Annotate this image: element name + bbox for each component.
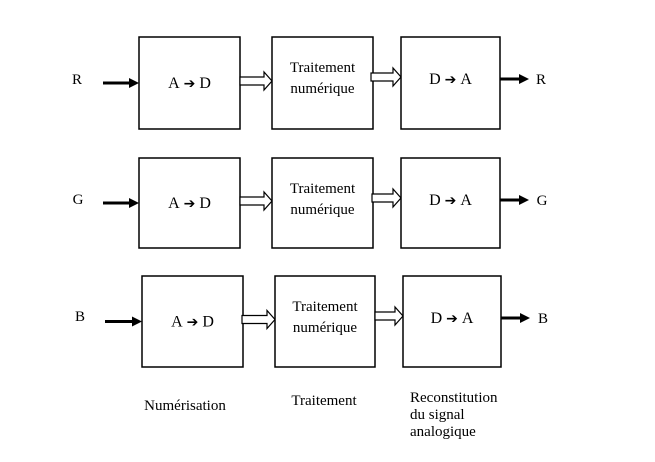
- channel-row-r: R A➔D Traitement numérique D➔A R: [72, 36, 546, 130]
- input-channel-label: B: [75, 309, 85, 325]
- data-flow-arrow-icon: [371, 187, 402, 209]
- conversion-arrow-icon: ➔: [184, 196, 196, 212]
- conversion-arrow-icon: ➔: [446, 311, 458, 327]
- dac-block: [400, 157, 501, 249]
- processing-label-line-1: Traitement: [292, 299, 358, 315]
- channel-row-b: B A➔D Traitement numérique D➔A B: [75, 275, 548, 368]
- stage-caption-reconstruction-line-3: analogique: [410, 424, 476, 440]
- dac-label: D➔A: [429, 71, 472, 88]
- output-arrow-icon: [501, 313, 530, 323]
- adc-label: A➔D: [171, 314, 214, 331]
- processing-label-line-2: numérique: [290, 202, 354, 218]
- processing-block: [271, 36, 374, 130]
- input-channel-label: R: [72, 72, 82, 88]
- data-flow-arrow-icon: [241, 308, 276, 331]
- conversion-arrow-icon: ➔: [184, 76, 196, 92]
- data-flow-arrow-icon: [370, 66, 402, 88]
- data-flow-arrow-icon: [374, 305, 404, 327]
- stage-caption-reconstruction-line-1: Reconstitution: [410, 390, 498, 406]
- conversion-arrow-icon: ➔: [445, 72, 457, 88]
- output-channel-label: R: [536, 72, 546, 88]
- channel-row-g: G A➔D Traitement numérique D➔A G: [73, 157, 548, 249]
- processing-block: [274, 275, 376, 368]
- processing-label-line-2: numérique: [290, 81, 354, 97]
- input-arrow-icon: [103, 198, 139, 208]
- dac-block: [400, 36, 501, 130]
- processing-block: [271, 157, 374, 249]
- input-arrow-icon: [105, 316, 142, 327]
- processing-label-line-2: numérique: [293, 320, 357, 336]
- conversion-arrow-icon: ➔: [445, 193, 457, 209]
- processing-label-line-1: Traitement: [290, 181, 356, 197]
- adc-block: [141, 275, 244, 368]
- data-flow-arrow-icon: [239, 70, 273, 92]
- adc-label: A➔D: [168, 75, 211, 92]
- input-arrow-icon: [103, 78, 139, 88]
- dac-label: D➔A: [429, 192, 472, 209]
- adc-block: [138, 157, 241, 249]
- stage-caption-digitization: Numérisation: [144, 398, 226, 414]
- output-channel-label: G: [537, 193, 548, 209]
- input-channel-label: G: [73, 192, 84, 208]
- conversion-arrow-icon: ➔: [187, 315, 199, 331]
- data-flow-arrow-icon: [239, 190, 273, 212]
- stage-caption-reconstruction-line-2: du signal: [410, 407, 465, 423]
- output-arrow-icon: [500, 74, 529, 84]
- output-channel-label: B: [538, 311, 548, 327]
- output-arrow-icon: [500, 195, 529, 205]
- adc-label: A➔D: [168, 195, 211, 212]
- dac-block: [402, 275, 502, 368]
- processing-label-line-1: Traitement: [290, 60, 356, 76]
- dac-label: D➔A: [431, 310, 474, 327]
- stage-caption-processing: Traitement: [291, 393, 357, 409]
